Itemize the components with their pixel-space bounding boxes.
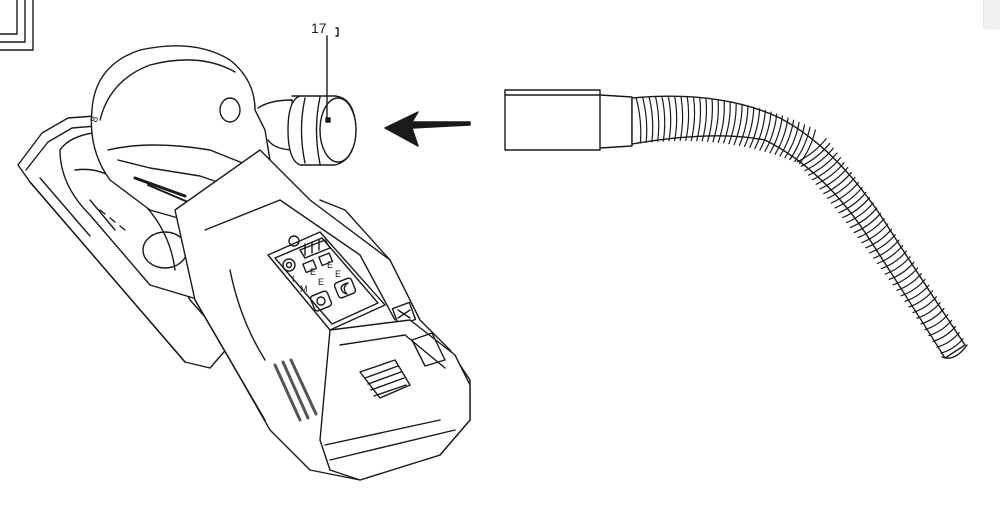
hose-ring bbox=[779, 119, 795, 157]
mode-letter-1: I bbox=[292, 274, 295, 284]
hose-ring bbox=[796, 138, 827, 163]
hose-ring bbox=[940, 338, 964, 354]
dust-port bbox=[257, 95, 357, 166]
hose-ring bbox=[849, 207, 878, 229]
hose-ring bbox=[869, 234, 896, 254]
moon-button bbox=[333, 277, 357, 299]
moon-icon bbox=[340, 282, 349, 295]
hose-ring bbox=[826, 176, 856, 199]
hose-ring bbox=[815, 162, 845, 185]
hose-ring bbox=[884, 256, 911, 275]
hose-ring bbox=[888, 261, 915, 281]
hose-ring bbox=[800, 142, 831, 167]
hose-ring bbox=[896, 273, 922, 291]
callout-leader bbox=[326, 27, 339, 119]
hose-ring bbox=[648, 96, 654, 143]
hose-ring bbox=[811, 157, 842, 181]
hose-ring bbox=[900, 278, 926, 297]
hose-ring bbox=[701, 97, 708, 142]
hose-ring bbox=[908, 290, 934, 308]
hose-ring bbox=[830, 181, 860, 204]
hose-ring bbox=[759, 111, 772, 151]
hose-ring bbox=[876, 245, 904, 265]
hose-ring bbox=[784, 121, 800, 159]
hose-ring bbox=[749, 108, 761, 149]
mode-letter-3: E bbox=[327, 260, 333, 270]
hose-ring bbox=[904, 284, 930, 302]
mode-letter-4: M bbox=[300, 284, 308, 294]
hose-ring bbox=[728, 102, 737, 145]
hose-ring bbox=[738, 105, 749, 146]
hose-ring bbox=[932, 325, 957, 342]
hose-ring bbox=[712, 99, 719, 143]
hose-ring bbox=[892, 267, 919, 286]
hose-ring bbox=[819, 166, 849, 190]
hose-ring bbox=[661, 95, 666, 142]
hose-ring bbox=[808, 152, 838, 176]
hose-ring bbox=[920, 307, 945, 325]
hose-cuff bbox=[504, 89, 633, 151]
hose-ring bbox=[654, 95, 660, 142]
mode-letter-2: E bbox=[310, 267, 316, 277]
hose-ring bbox=[794, 126, 811, 163]
hose-ring bbox=[916, 302, 941, 319]
hose-ring bbox=[834, 186, 863, 209]
battery-vents bbox=[273, 358, 318, 422]
hose-corrugations bbox=[635, 95, 964, 354]
hose-ring bbox=[880, 250, 907, 270]
control-panel: I E E M E E bbox=[267, 231, 386, 331]
callout-number-17: 17 bbox=[311, 20, 327, 36]
direction-arrow bbox=[384, 111, 471, 147]
hose-ring bbox=[743, 106, 755, 147]
hose-ring bbox=[804, 147, 834, 172]
hose-ring bbox=[845, 202, 874, 224]
hose-ring bbox=[865, 228, 893, 249]
hose-ring bbox=[707, 98, 714, 142]
battery-release-latch bbox=[359, 359, 411, 399]
battery-pack bbox=[273, 319, 471, 481]
hose-ring bbox=[857, 217, 885, 239]
hose-ring bbox=[853, 212, 882, 234]
hose-ring bbox=[754, 109, 766, 150]
mode-buttons: I E E M E E bbox=[292, 252, 341, 294]
hose-body bbox=[631, 95, 966, 359]
extraction-hose bbox=[504, 89, 968, 359]
hose-ring bbox=[635, 96, 642, 144]
svg-text:8: 8 bbox=[89, 115, 101, 124]
hose-ring bbox=[912, 296, 938, 314]
hose-ring bbox=[838, 191, 867, 214]
mode-letter-6: E bbox=[335, 269, 341, 279]
hose-ring bbox=[823, 171, 852, 195]
hose-ring bbox=[717, 100, 725, 143]
hose-ring bbox=[774, 117, 789, 155]
hose-ring bbox=[764, 113, 778, 152]
hose-ring bbox=[679, 96, 684, 142]
hose-ring bbox=[733, 103, 743, 146]
hose-ring bbox=[667, 95, 672, 142]
hose-ring bbox=[861, 223, 889, 244]
hose-ring bbox=[690, 96, 696, 142]
hose-ring bbox=[674, 95, 678, 142]
hose-ring bbox=[641, 96, 648, 144]
hose-ring bbox=[936, 332, 960, 348]
mode-letter-5: E bbox=[318, 277, 324, 287]
hose-ring bbox=[696, 97, 702, 142]
hose-ring bbox=[928, 319, 953, 337]
hose-ring bbox=[798, 129, 816, 165]
hose-ring bbox=[872, 239, 900, 259]
hose-ring bbox=[789, 124, 806, 161]
scrollbar-tab[interactable] bbox=[983, 0, 1000, 30]
hose-ring bbox=[842, 197, 871, 219]
sander-tool: 8 bbox=[17, 45, 471, 481]
hose-ring bbox=[769, 115, 784, 154]
hose-ring bbox=[685, 96, 690, 142]
hose-ring bbox=[924, 313, 949, 331]
power-icon bbox=[316, 296, 326, 306]
cropped-frame bbox=[0, 0, 34, 51]
power-button bbox=[309, 290, 333, 312]
hose-ring bbox=[723, 101, 731, 144]
